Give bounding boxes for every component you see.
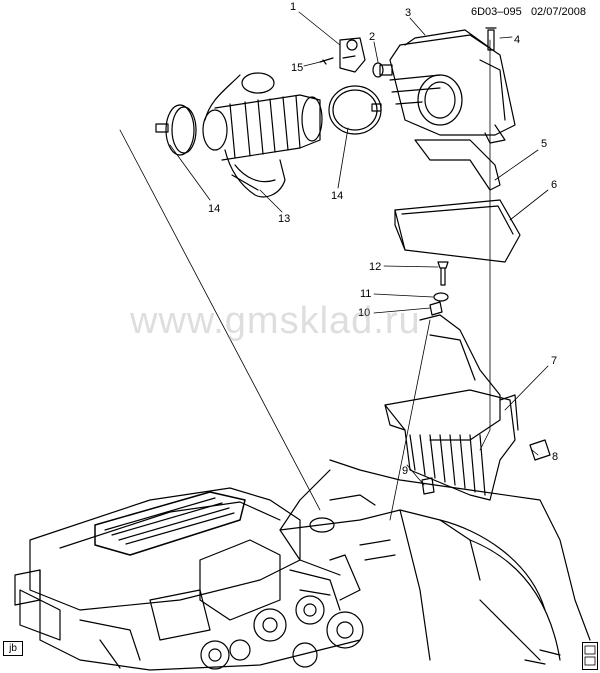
diagram-date: 02/07/2008 [530, 6, 586, 18]
grommet-10 [429, 301, 443, 316]
callout-9: 9 [402, 465, 408, 477]
hose-clamp-right [328, 85, 382, 135]
callout-labels: 1 2 3 4 5 6 7 8 9 10 11 12 13 14 14 15 [208, 1, 558, 477]
corner-badge-jb: jb [3, 641, 23, 656]
callout-13: 13 [278, 213, 290, 225]
callout-8: 8 [552, 451, 558, 463]
callout-10: 10 [358, 307, 370, 319]
callout-4: 4 [514, 34, 520, 46]
grommet-8 [529, 439, 551, 461]
sensor-screw [319, 57, 334, 65]
callout-1: 1 [290, 1, 296, 13]
callout-11: 11 [360, 288, 371, 300]
sensor-seal [372, 62, 384, 78]
bolt-12 [437, 261, 449, 286]
callout-2: 2 [369, 31, 375, 43]
intake-duct [202, 72, 323, 198]
callout-15: 15 [291, 62, 303, 74]
leader-bolt-axis [479, 39, 491, 451]
grommet-9 [421, 477, 435, 495]
mass-airflow-sensor [339, 37, 366, 73]
air-cleaner-cover [379, 29, 516, 144]
bracket-5 [414, 139, 501, 191]
leader-box-to-fender [389, 319, 431, 521]
washer-11 [433, 292, 449, 302]
callout-6: 6 [551, 179, 557, 191]
callout-7: 7 [551, 355, 557, 367]
watermark: www.gmsklad.ru [130, 300, 421, 342]
air-cleaner-housing [384, 314, 519, 501]
diagram-header: 6D03–095 02/07/2008 [471, 6, 586, 18]
callout-14-right: 14 [331, 190, 343, 202]
callout-12: 12 [369, 261, 381, 273]
hose-clamp-left [155, 104, 197, 156]
callout-leaders [169, 11, 549, 486]
fender-inner-panel [279, 459, 591, 665]
gm-logo-icon [582, 642, 598, 670]
air-filter-element [394, 199, 521, 263]
diagram-id: 6D03–095 [470, 6, 522, 18]
leader-duct-to-engine [119, 129, 321, 511]
bolt-4 [485, 27, 497, 51]
callout-14-left: 14 [208, 203, 220, 215]
callout-5: 5 [541, 138, 547, 150]
callout-3: 3 [405, 7, 411, 19]
engine-assembly [14, 487, 364, 671]
